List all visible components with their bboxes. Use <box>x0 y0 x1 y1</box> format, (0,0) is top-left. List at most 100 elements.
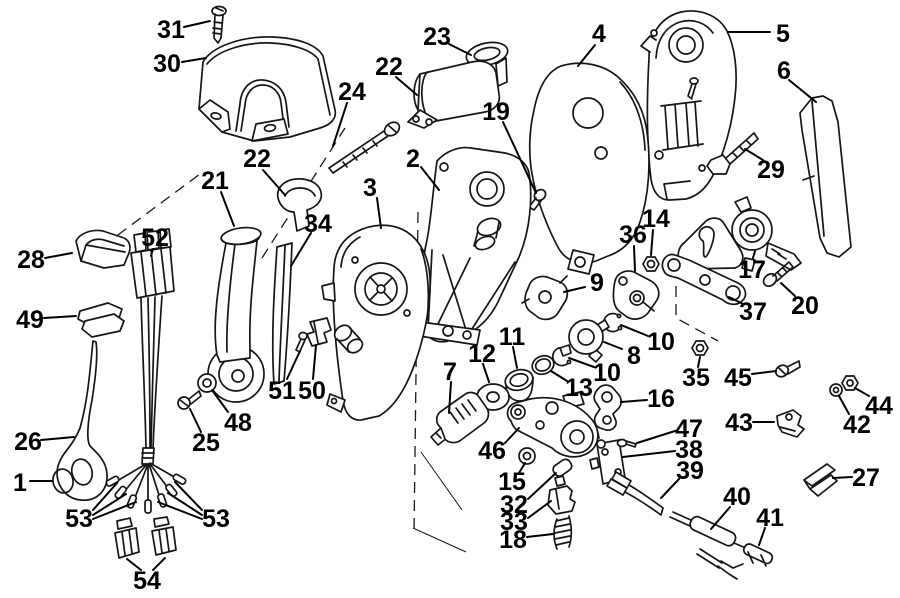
leader-line-29 <box>744 148 764 161</box>
bushing-22-lower <box>276 178 323 232</box>
leader-line-53R-1 <box>167 492 203 516</box>
part-callout-13: 13 <box>565 374 593 402</box>
nut-14 <box>642 256 660 272</box>
leader-line-25 <box>189 408 202 433</box>
shift-arm-46 <box>506 391 599 458</box>
leader-line-20 <box>780 282 796 297</box>
part-callout-31: 31 <box>157 16 185 44</box>
screw-45 <box>774 360 801 378</box>
inner-plate-4 <box>528 62 650 275</box>
part-callout-1: 1 <box>13 469 27 497</box>
hub-8 <box>559 319 610 363</box>
part-callout-43: 43 <box>725 409 753 437</box>
part-callout-45: 45 <box>724 364 752 392</box>
leader-line-27 <box>832 476 853 479</box>
part-callout-10b: 10 <box>593 359 621 387</box>
leader-line-12 <box>482 363 490 383</box>
part-callout-15: 15 <box>498 468 526 496</box>
leader-line-23 <box>448 43 472 56</box>
leader-line-42 <box>838 395 850 415</box>
part-callout-6: 6 <box>777 57 791 85</box>
part-callout-24: 24 <box>338 78 366 106</box>
bushing-22-upper <box>407 60 501 129</box>
screw-51 <box>295 331 308 353</box>
clip-27 <box>803 463 838 497</box>
part-callout-32: 32 <box>500 491 528 519</box>
o-ring-1 <box>52 468 74 494</box>
part-callout-3: 3 <box>363 174 377 202</box>
wire-harness <box>116 295 177 504</box>
part-callout-23: 23 <box>423 23 451 51</box>
part-callout-26: 26 <box>14 428 42 456</box>
leader-line-47 <box>636 430 676 444</box>
leader-line-22a <box>395 76 418 96</box>
leader-line-36 <box>633 245 636 272</box>
leader-line-53L-1 <box>92 493 127 516</box>
leader-line-35 <box>697 356 701 368</box>
part-callout-16: 16 <box>647 385 675 413</box>
clip-49 <box>77 302 125 338</box>
part-callout-4: 4 <box>592 20 606 48</box>
leader-line-18 <box>526 533 554 538</box>
screw-31 <box>211 5 227 44</box>
leader-line-33 <box>527 500 552 519</box>
leader-line-48 <box>211 389 229 413</box>
part-callout-17: 17 <box>738 256 766 284</box>
leader-line-30 <box>181 57 207 63</box>
part-callout-7: 7 <box>443 358 457 386</box>
part-callout-39: 39 <box>676 457 704 485</box>
leader-line-3 <box>376 197 382 229</box>
part-callout-51: 51 <box>268 377 296 405</box>
end-cap-28 <box>75 229 131 269</box>
part-callout-41: 41 <box>756 504 784 532</box>
part-callout-14: 14 <box>642 205 670 233</box>
cable-40 <box>669 511 749 580</box>
part-callout-33: 33 <box>500 508 528 536</box>
throttle-arm-17 <box>731 196 802 272</box>
leader-line-38 <box>622 450 676 458</box>
leader-line-9 <box>563 286 586 293</box>
bullet-terminals-53 <box>105 473 187 514</box>
part-callout-49: 49 <box>16 306 44 334</box>
washer-42 <box>829 383 843 397</box>
part-callout-22a: 22 <box>375 53 403 81</box>
leader-line-4 <box>577 44 596 67</box>
leader-line-14 <box>650 229 654 256</box>
leader-line-13 <box>550 370 568 382</box>
cam-9 <box>521 275 569 321</box>
leader-line-6 <box>788 79 817 103</box>
bullet-connector-41 <box>742 543 774 567</box>
leader-line-40 <box>710 506 731 530</box>
part-callout-25: 25 <box>192 429 220 457</box>
part-callout-54: 54 <box>133 567 161 595</box>
part-callout-38: 38 <box>675 436 703 464</box>
leader-line-51 <box>286 350 301 380</box>
leader-line-32 <box>527 472 557 500</box>
leader-line-24 <box>332 102 348 147</box>
leader-line-16 <box>620 399 648 403</box>
control-lever-21 <box>207 226 265 403</box>
leader-line-15 <box>518 462 526 474</box>
clamp-43 <box>776 409 805 438</box>
leader-line-22b <box>262 169 286 196</box>
part-callout-9: 9 <box>590 269 604 297</box>
leader-line-46 <box>504 427 520 444</box>
leader-line-7 <box>448 381 452 414</box>
part-callout-37: 37 <box>739 298 767 326</box>
nut-44 <box>841 375 859 391</box>
part-callout-22b: 22 <box>243 145 271 173</box>
leader-line-53L <box>92 482 118 511</box>
clamp-50 <box>306 317 332 347</box>
part-callout-50: 50 <box>298 377 326 405</box>
leader-line-37 <box>728 296 744 305</box>
housing-half-3 <box>321 224 431 421</box>
part-callout-52: 52 <box>141 224 169 252</box>
part-callout-53L: 53 <box>65 505 93 533</box>
leader-line-54-1 <box>152 557 166 571</box>
leader-line-52 <box>150 248 154 257</box>
leader-line-50 <box>312 344 317 380</box>
leader-line-53L-2 <box>92 501 137 520</box>
phantom-lines <box>102 127 719 553</box>
housing-half-5 <box>640 10 737 201</box>
